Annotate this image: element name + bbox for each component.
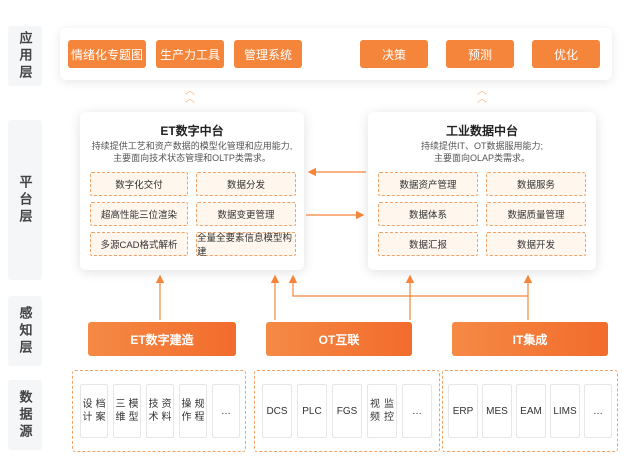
et-construction-button[interactable]: ET数字建造	[88, 322, 236, 356]
source-item: 设计档案	[80, 384, 108, 438]
source-item: MES	[482, 384, 512, 438]
source-item: LIMS	[550, 384, 580, 438]
panel-title: 工业数据中台	[445, 124, 518, 138]
source-group-design	[72, 370, 246, 452]
panel-description: 主要面向OLAP类需求。	[433, 153, 530, 163]
capability-cell: 数据开发	[486, 232, 586, 256]
capability-cell: 数据变更管理	[196, 202, 296, 226]
app-item[interactable]: 管理系统	[234, 40, 302, 68]
source-item: …	[584, 384, 612, 438]
source-item: 三维模型	[113, 384, 141, 438]
capability-cell: 多源CAD格式解析	[90, 232, 188, 256]
source-item: PLC	[297, 384, 327, 438]
capability-cell: 数据体系	[378, 202, 478, 226]
layer-label-platform: 平台层	[8, 120, 42, 280]
source-item: DCS	[262, 384, 292, 438]
app-item[interactable]: 预测	[446, 40, 514, 68]
panel-title: ET数字中台	[160, 124, 224, 138]
capability-cell: 数据服务	[486, 172, 586, 196]
app-item[interactable]: 情绪化专题图	[68, 40, 146, 68]
source-item: ERP	[448, 384, 478, 438]
layer-label-application: 应用层	[8, 26, 42, 86]
chevron-up-icon: ︿︿	[477, 86, 487, 105]
app-item[interactable]: 生产力工具	[156, 40, 224, 68]
arrow-it-to-et	[288, 274, 529, 320]
source-item: …	[402, 384, 432, 438]
source-item: …	[212, 384, 240, 438]
capability-cell: 数据汇报	[378, 232, 478, 256]
source-item: FGS	[332, 384, 362, 438]
capability-cell: 全量全要素信息模型构建	[196, 232, 296, 258]
panel-description: 持续提供IT、OT数据服用能力;	[421, 141, 543, 151]
capability-cell: 数据质量管理	[486, 202, 586, 226]
industrial-data-platform-panel: 工业数据中台 持续提供IT、OT数据服用能力; 主要面向OLAP类需求。 数据资…	[368, 112, 596, 270]
it-integration-button[interactable]: IT集成	[452, 322, 608, 356]
ot-interconnect-button[interactable]: OT互联	[266, 322, 412, 356]
capability-cell: 数据资产管理	[378, 172, 478, 196]
source-item: 技术资料	[146, 384, 174, 438]
capability-cell: 超高性能三位渲染	[90, 202, 188, 226]
app-item[interactable]: 决策	[360, 40, 428, 68]
capability-cell: 数字化交付	[90, 172, 188, 196]
layer-label-perception: 感知层	[8, 296, 42, 366]
panel-description: 主要面向技术状态管理和OLTP类需求。	[113, 153, 271, 163]
source-group-it	[442, 370, 618, 452]
app-item[interactable]: 优化	[532, 40, 600, 68]
panel-description: 持续提供工艺和资产数据的模型化管理和应用能力,	[91, 141, 293, 151]
source-item: EAM	[516, 384, 546, 438]
application-bar: 情绪化专题图 生产力工具 管理系统 决策 预测 优化	[60, 28, 612, 80]
source-item: 操作规程	[179, 384, 207, 438]
capability-cell: 数据分发	[196, 172, 296, 196]
et-digital-platform-panel: ET数字中台 持续提供工艺和资产数据的模型化管理和应用能力, 主要面向技术状态管…	[80, 112, 304, 270]
source-item: 视频监控	[367, 384, 397, 438]
chevron-up-icon: ︿︿	[185, 86, 195, 105]
source-group-ot	[254, 370, 440, 452]
layer-label-data-source: 数据源	[8, 380, 42, 450]
